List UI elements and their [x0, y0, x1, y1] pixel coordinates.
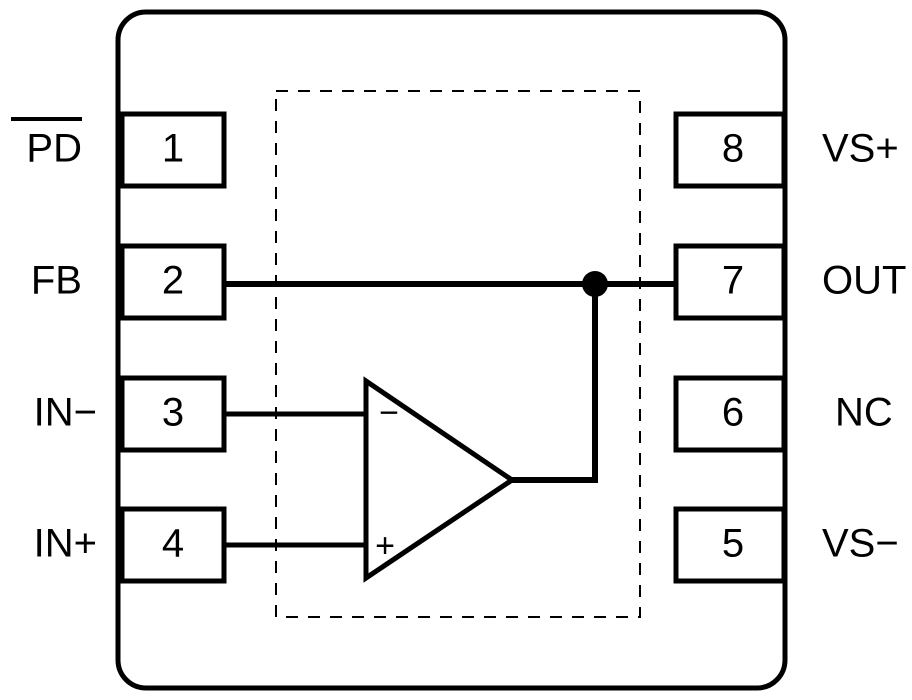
- pin-7-number: 7: [722, 259, 744, 303]
- pin-2-label: FB: [31, 259, 82, 303]
- opamp-output-wire: [512, 284, 598, 483]
- pin-7-label: OUT: [822, 259, 906, 303]
- pin-1[interactable]: 1 PD: [11, 111, 227, 189]
- pin-6-number: 6: [722, 391, 744, 435]
- opamp-inverting-input-sign: −: [379, 394, 399, 432]
- opamp-triangle: [363, 376, 517, 583]
- pin-3-number: 3: [162, 391, 184, 435]
- pin-8-box[interactable]: [673, 111, 787, 189]
- pin-1-box[interactable]: [119, 111, 227, 189]
- pin-7[interactable]: 7 OUT: [673, 243, 906, 321]
- pin-5-label: VS−: [822, 522, 899, 566]
- pin-4-number: 4: [162, 522, 184, 566]
- pin-4-label: IN+: [34, 522, 97, 566]
- pin-4[interactable]: 4 IN+: [34, 506, 227, 584]
- pin-5-box[interactable]: [673, 506, 787, 584]
- package-outline: [115, 9, 788, 691]
- pin-2-number: 2: [162, 259, 184, 303]
- die-boundary-dashed-box: [275, 90, 641, 618]
- pin-8[interactable]: 8 VS+: [673, 111, 899, 189]
- pin-8-number: 8: [722, 127, 744, 171]
- pin-3[interactable]: 3 IN−: [34, 375, 227, 453]
- pin-1-label-group: PD: [11, 117, 82, 171]
- pin-5[interactable]: 5 VS−: [673, 506, 899, 584]
- pin-4-box[interactable]: [119, 506, 227, 584]
- pin-8-label: VS+: [822, 127, 899, 171]
- pin-6-label: NC: [835, 391, 893, 435]
- pin-6[interactable]: 6 NC: [673, 375, 893, 453]
- feedback-junction-dot: [582, 271, 608, 297]
- pin-5-number: 5: [722, 522, 744, 566]
- pin-2-box[interactable]: [119, 243, 227, 321]
- pin-6-box[interactable]: [673, 375, 787, 453]
- pin-2[interactable]: 2 FB: [31, 243, 227, 321]
- pin-1-number: 1: [162, 127, 184, 171]
- opamp-noninverting-input-sign: +: [375, 527, 395, 565]
- pin-1-label: PD: [26, 127, 82, 171]
- pin-3-label: IN−: [34, 391, 97, 435]
